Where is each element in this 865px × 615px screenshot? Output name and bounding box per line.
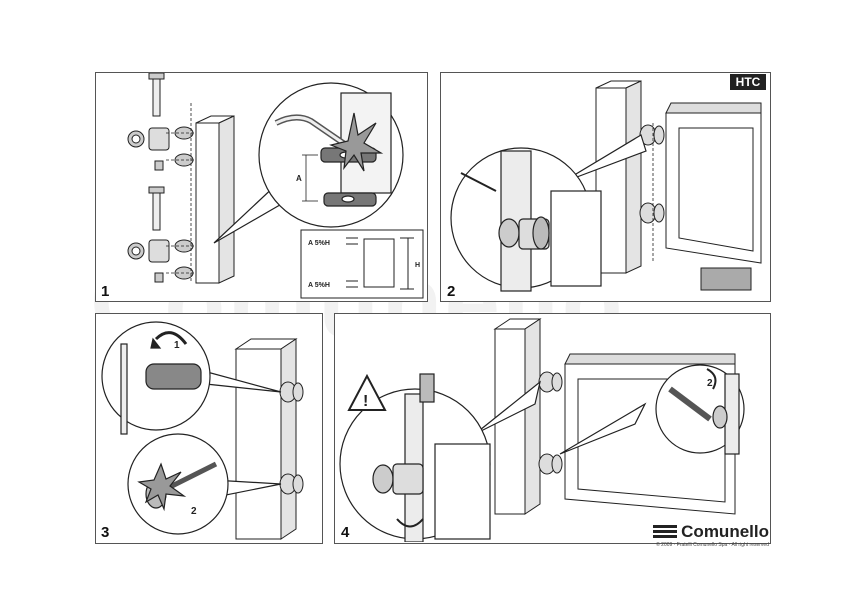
gate-post <box>234 338 298 540</box>
step-number-3: 3 <box>101 524 110 541</box>
brand-logo: Comunello <box>653 522 769 542</box>
panel-step-1: A A 5%H A 5%H H <box>95 72 428 302</box>
rotation-arrow-icon <box>396 518 424 528</box>
label-a-5pct-top: A 5%H <box>308 240 330 247</box>
hinge-pair <box>538 371 563 475</box>
hinge-pair <box>639 124 665 224</box>
hinge-bolt-bottom <box>127 186 194 283</box>
gate-alignment-diagram <box>450 80 762 292</box>
wrench-detail-zoom <box>559 364 745 455</box>
drill-detail-zoom <box>101 321 282 435</box>
label-a-5pct-bottom: A 5%H <box>308 282 330 289</box>
warning-triangle-icon <box>347 373 387 411</box>
label-a: A <box>296 174 302 183</box>
step-number-1: 1 <box>101 283 110 300</box>
gate-frame <box>665 102 762 264</box>
spacing-dimension-inset <box>300 229 424 299</box>
label-h: H <box>415 262 420 269</box>
htc-badge: HTC <box>730 74 766 90</box>
warning-mark: ! <box>363 393 368 410</box>
panel-step-2 <box>440 72 771 302</box>
copyright-notice: © 2009 · Fratelli Comunello Spa · All ri… <box>656 542 769 548</box>
welding-detail-zoom <box>213 82 404 244</box>
hinge-pair <box>279 381 304 495</box>
hinge-installation-diagram: A A 5%H A 5%H H <box>127 73 424 299</box>
brand-name: Comunello <box>681 522 769 541</box>
hinge-detail-zoom <box>450 134 647 292</box>
step-number-2: 2 <box>447 283 456 300</box>
callout-1: 1 <box>174 340 180 351</box>
panel-step-3: 1 2 <box>95 313 323 544</box>
wooden-block <box>700 267 752 291</box>
panel-step-4: ! 2 <box>334 313 771 544</box>
comunello-logo-icon <box>653 525 678 538</box>
final-tightening-diagram: ! 2 <box>339 318 745 542</box>
step-number-4: 4 <box>341 524 350 541</box>
hinge-bolt-top <box>127 73 194 171</box>
drilling-diagram: 1 2 <box>101 321 304 540</box>
welding-spark-icon <box>137 462 187 512</box>
gate-post <box>195 115 235 284</box>
nut-detail-zoom <box>339 373 541 542</box>
welding-spark-icon <box>329 112 384 172</box>
callout-2: 2 <box>191 506 197 517</box>
callout-2: 2 <box>707 378 713 389</box>
wrench-icon <box>668 386 712 422</box>
welding-detail-zoom <box>127 433 282 535</box>
gate-post <box>595 80 642 274</box>
